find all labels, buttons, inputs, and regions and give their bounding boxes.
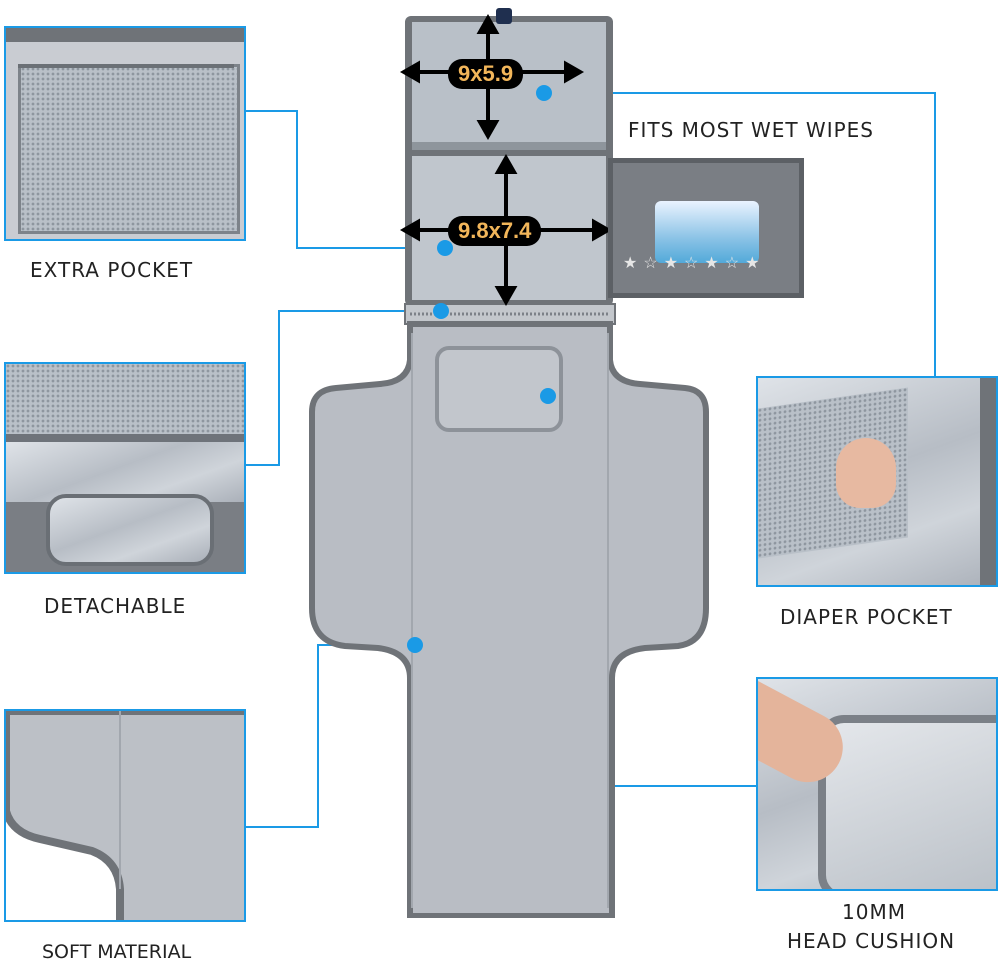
dot-extra-pocket — [437, 240, 453, 256]
dot-soft-material — [407, 637, 423, 653]
caption-head-cushion-size: 10MM — [842, 900, 906, 924]
middle-pocket-dimension: 9.8x7.4 — [448, 216, 542, 246]
caption-fits-wipes: FITS MOST WET WIPES — [628, 118, 874, 142]
caption-soft-material: SOFT MATERIAL — [42, 941, 192, 963]
star-pattern: ★☆★☆★☆★ — [623, 255, 766, 272]
wipes-pack — [655, 201, 759, 263]
inset-extra-pocket — [4, 26, 246, 241]
caption-head-cushion: HEAD CUSHION — [787, 929, 956, 953]
dot-top-pocket — [536, 85, 552, 101]
soft-material-illustration — [6, 711, 244, 920]
dot-detachable — [433, 303, 449, 319]
dot-head-cushion — [540, 388, 556, 404]
hand-shape — [836, 438, 896, 508]
top-pocket-dimension: 9x5.9 — [448, 59, 524, 89]
changing-mat: 9x5.9 9.8x7.4 — [300, 8, 720, 918]
caption-extra-pocket: EXTRA POCKET — [30, 258, 194, 282]
inset-detachable — [4, 362, 246, 574]
dimension-arrows — [399, 13, 613, 307]
inset-soft-material — [4, 709, 246, 922]
wipes-pocket: ★☆★☆★☆★ — [608, 158, 804, 298]
inset-diaper-pocket — [756, 376, 998, 587]
caption-diaper-pocket: DIAPER POCKET — [780, 605, 953, 629]
caption-detachable: DETACHABLE — [44, 594, 187, 618]
inset-head-cushion — [756, 677, 998, 891]
